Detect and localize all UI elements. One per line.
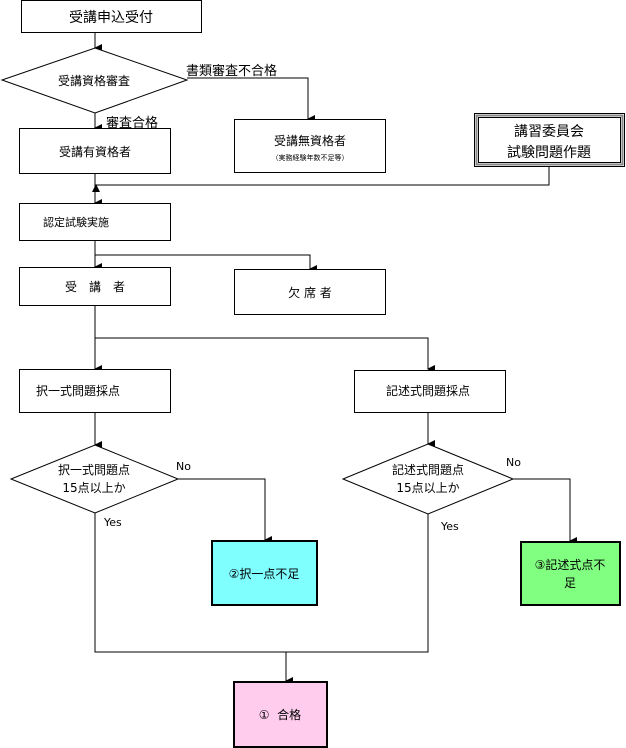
node-ineligible: 受講無資格者 （実務経験年数不足等） <box>234 119 386 173</box>
connectors <box>92 33 577 685</box>
node-eligible: 受講有資格者 <box>19 128 171 174</box>
node-attendee: 受 講 者 <box>19 267 171 306</box>
node-mc-scoring-label: 択一式問題採点 <box>36 384 120 398</box>
edge-check-to-ineligible <box>187 77 315 123</box>
node-written-check-line2: 15点以上か <box>396 481 459 495</box>
node-written-fail: ③記述式点不 足 <box>520 541 621 606</box>
node-pass-label: ① 合格 <box>259 707 301 722</box>
node-exam-label: 認定試験実施 <box>43 215 109 229</box>
node-mc-check: 択一式問題点 15点以上か <box>9 444 180 514</box>
node-eligibility-check-label: 受講資格審査 <box>58 73 130 88</box>
node-committee-line2: 試験問題作題 <box>507 145 591 161</box>
node-written-check: 記述式問題点 15点以上か <box>341 443 515 515</box>
edge-mc-no <box>178 478 272 544</box>
node-ineligible-label: 受講無資格者 <box>274 133 346 148</box>
node-written-scoring: 記述式問題採点 <box>354 370 506 413</box>
node-absentee-label: 欠 席 者 <box>288 285 332 300</box>
node-application-label: 受講申込受付 <box>69 10 153 26</box>
node-mc-scoring: 択一式問題採点 <box>19 369 171 413</box>
edge-attendee-to-written <box>95 337 435 373</box>
edge-label-written-no: No <box>506 456 521 469</box>
node-mc-check-line2: 15点以上か <box>62 481 125 495</box>
node-mc-fail: ②択一点不足 <box>211 540 318 606</box>
edge-committee-to-exam <box>92 166 550 192</box>
node-ineligible-sublabel: （実務経験年数不足等） <box>272 153 349 162</box>
edge-yes-merge <box>94 513 429 653</box>
node-eligibility-check: 受講資格審査 <box>0 47 189 114</box>
edge-label-written-yes: Yes <box>440 520 459 533</box>
node-committee-line1: 講習委員会 <box>514 124 584 140</box>
edge-label-review-pass: 審査合格 <box>106 115 158 131</box>
edge-label-doc-fail: 書類審査不合格 <box>186 63 277 79</box>
node-pass: ① 合格 <box>233 681 328 748</box>
node-committee: 講習委員会 試験問題作題 <box>474 113 625 167</box>
node-attendee-label: 受 講 者 <box>65 279 125 294</box>
node-written-scoring-label: 記述式問題採点 <box>386 383 470 398</box>
node-written-fail-line2: 足 <box>564 576 576 590</box>
edge-exam-to-absentee <box>95 254 317 273</box>
edge-label-mc-no: No <box>176 460 191 473</box>
node-mc-check-line1: 択一式問題点 <box>58 463 130 477</box>
node-mc-fail-label: ②択一点不足 <box>229 567 300 581</box>
node-written-fail-line1: ③記述式点不 <box>535 557 606 572</box>
edge-written-no <box>513 478 577 545</box>
node-absentee: 欠 席 者 <box>234 269 386 315</box>
node-written-check-line1: 記述式問題点 <box>392 462 464 477</box>
edge-label-mc-yes: Yes <box>103 516 122 529</box>
node-exam: 認定試験実施 <box>19 203 171 241</box>
node-eligible-label: 受講有資格者 <box>59 144 131 159</box>
node-application: 受講申込受付 <box>21 0 202 33</box>
